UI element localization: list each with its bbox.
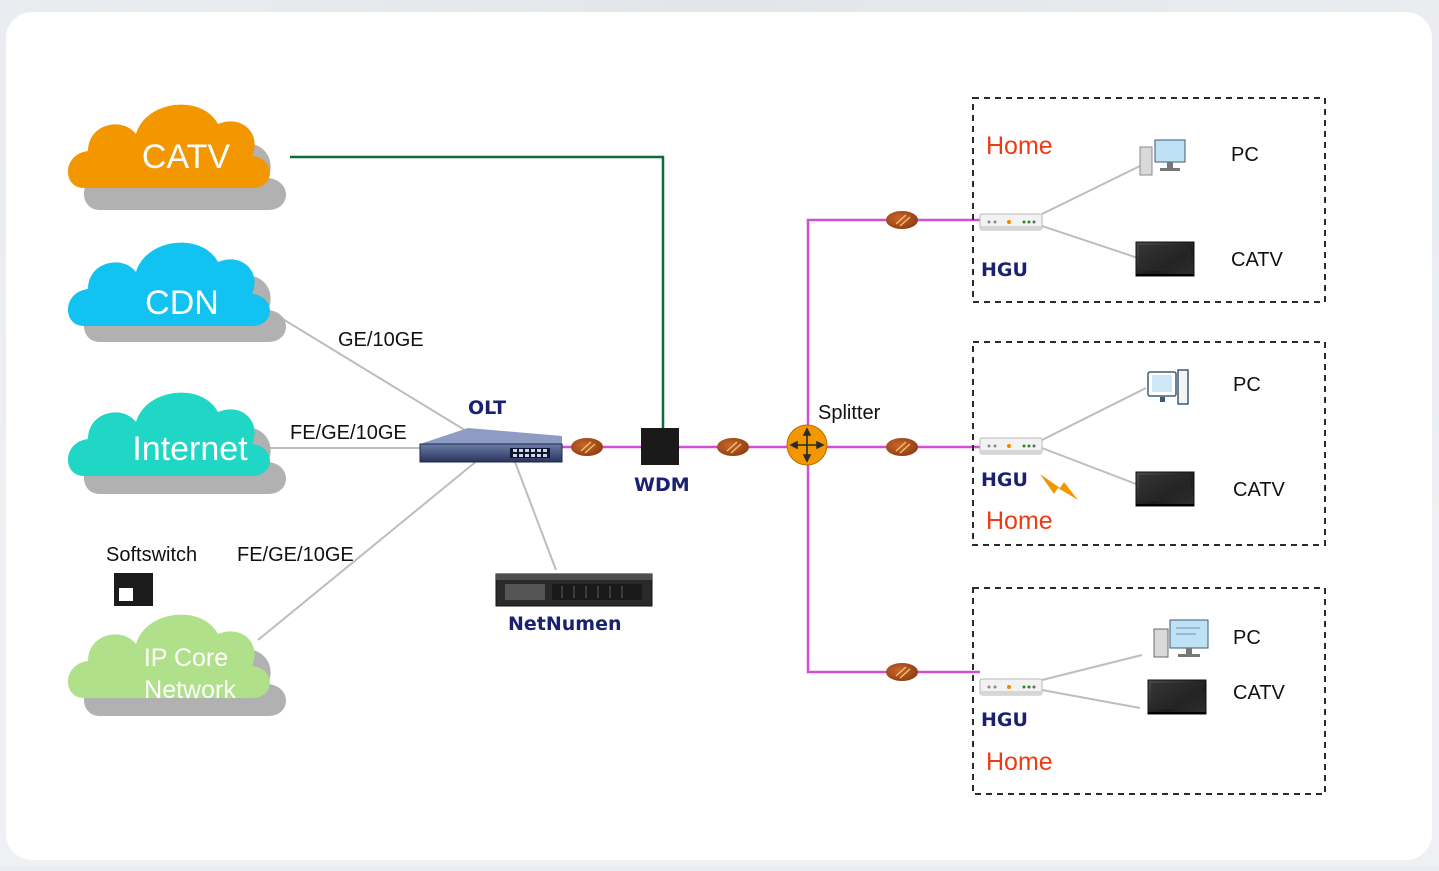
splitter-icon xyxy=(786,424,828,466)
ip-core-cloud: IP Core Network xyxy=(67,614,286,716)
catv-label: CATV xyxy=(1231,249,1284,271)
home-box-1: Home HGU PC CATV xyxy=(972,97,1326,303)
home-box-2: PC CATV HGU Home xyxy=(972,341,1326,546)
wdm-label: WDM xyxy=(634,474,690,496)
fiber-connector xyxy=(885,662,919,682)
catv-label: CATV xyxy=(1233,682,1286,704)
pc-icon xyxy=(1153,619,1209,658)
fiber-connector xyxy=(716,437,750,457)
hgu-device-icon xyxy=(979,678,1043,696)
tv-icon xyxy=(1135,241,1195,277)
hgu-device-icon xyxy=(979,437,1043,455)
content-panel xyxy=(6,12,1432,860)
hgu-label: HGU xyxy=(981,259,1028,281)
hgu-device-icon xyxy=(979,213,1043,231)
home-title: Home xyxy=(986,132,1053,160)
fiber-connector xyxy=(885,437,919,457)
olt-label: OLT xyxy=(468,397,506,419)
olt-device-icon xyxy=(419,428,563,463)
home-box-3: PC CATV HGU Home xyxy=(972,587,1326,795)
fiber-connector xyxy=(885,210,919,230)
ethernet-links xyxy=(257,309,557,641)
home-title: Home xyxy=(986,507,1053,535)
pc-label: PC xyxy=(1233,627,1261,649)
ip-core-label-line1: IP Core xyxy=(144,644,228,672)
ip-core-label-line2: Network xyxy=(144,676,236,704)
splitter-label: Splitter xyxy=(818,402,881,424)
cdn-cloud: CDN xyxy=(67,242,286,342)
tv-icon xyxy=(1147,679,1207,715)
wdm-device-icon xyxy=(641,428,679,465)
pc-label: PC xyxy=(1233,374,1261,396)
catv-cloud-label: CATV xyxy=(142,138,230,176)
fiber-connector xyxy=(570,437,604,457)
softswitch-icon xyxy=(114,573,153,606)
hgu-label: HGU xyxy=(981,469,1028,491)
netnumen-label: NetNumen xyxy=(508,613,622,635)
catv-cloud: CATV xyxy=(67,104,286,210)
tv-icon xyxy=(1135,471,1195,507)
internet-link-label: FE/GE/10GE xyxy=(290,422,407,444)
pc-icon xyxy=(1147,369,1189,405)
internet-cloud-label: Internet xyxy=(132,430,248,468)
catv-label: CATV xyxy=(1233,479,1286,501)
cdn-link-label: GE/10GE xyxy=(338,329,424,351)
catv-link xyxy=(290,155,665,430)
home-title: Home xyxy=(986,748,1053,776)
pc-icon xyxy=(1139,139,1186,176)
netnumen-server-icon xyxy=(495,573,653,607)
ipcore-link-label: FE/GE/10GE xyxy=(237,544,354,566)
hgu-label: HGU xyxy=(981,709,1028,731)
internet-cloud: Internet xyxy=(67,392,286,494)
pc-label: PC xyxy=(1231,144,1259,166)
cdn-cloud-label: CDN xyxy=(145,284,219,322)
lightning-icon xyxy=(1040,474,1078,500)
softswitch-label: Softswitch xyxy=(106,544,197,566)
